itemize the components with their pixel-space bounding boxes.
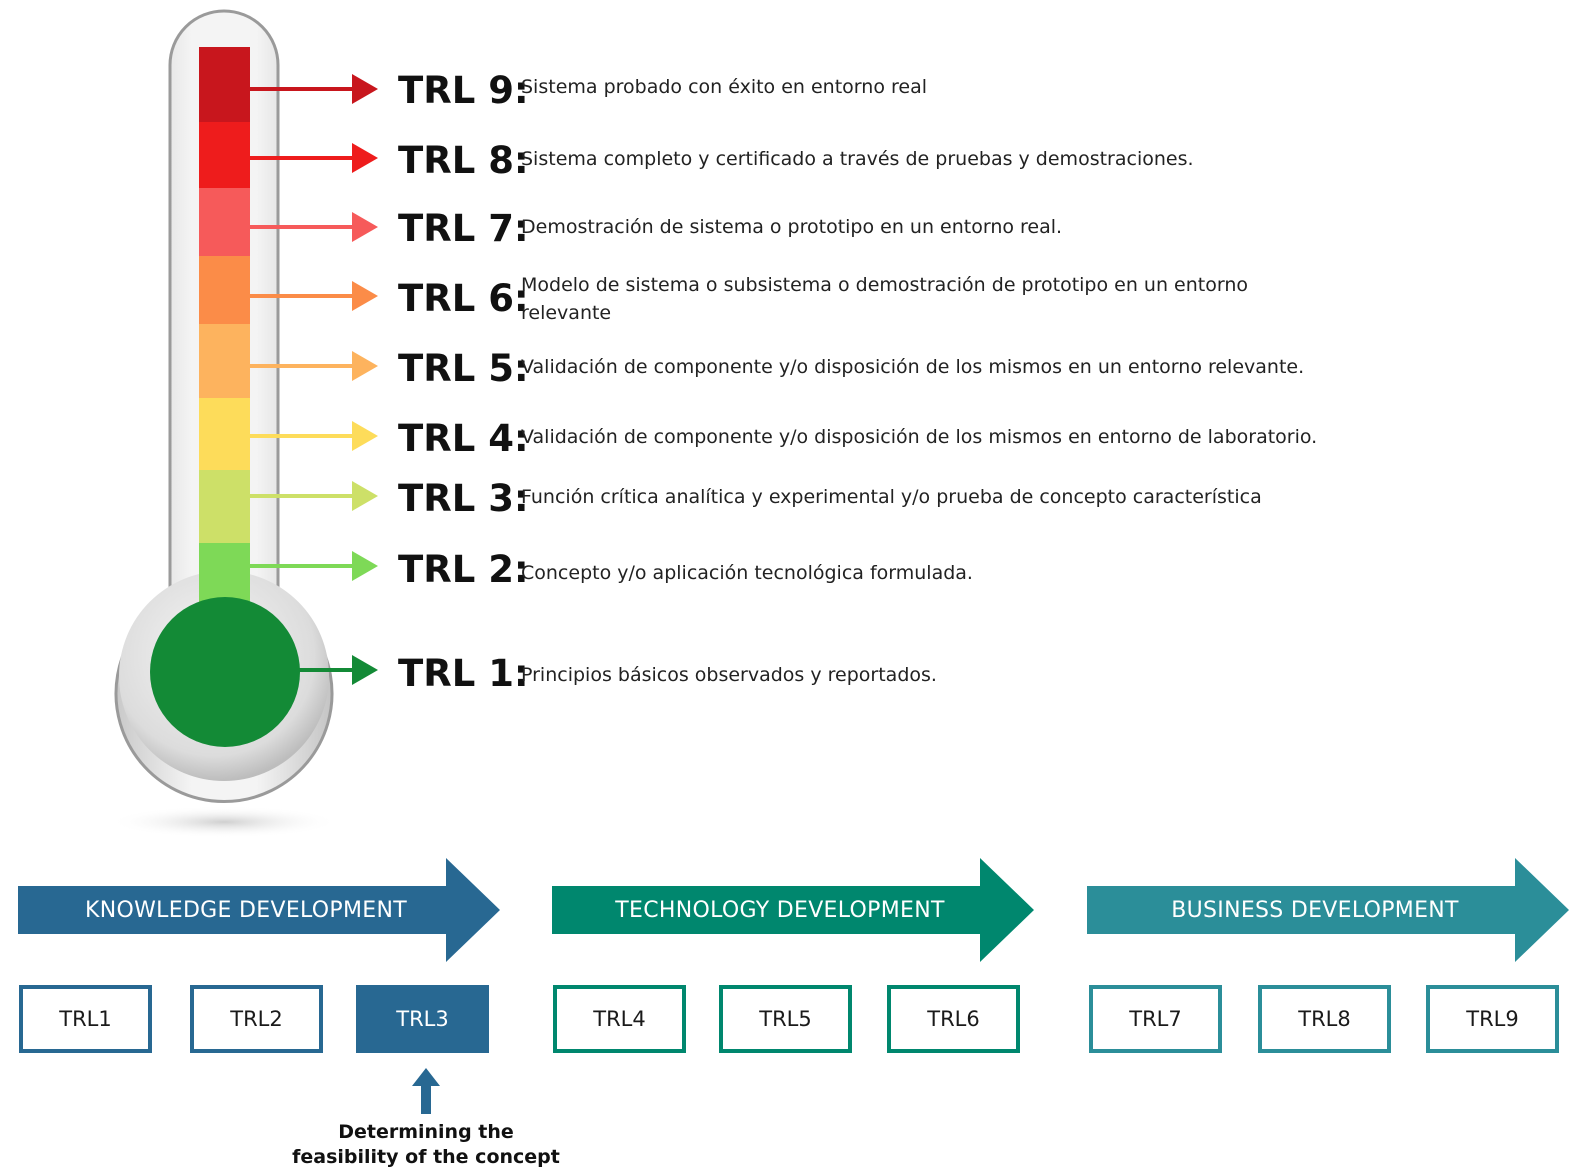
trl-9-segment: [199, 47, 250, 122]
trl-9-description: Sistema probado con éxito en entorno rea…: [521, 76, 927, 98]
trl-box-1: TRL1: [19, 985, 152, 1053]
trl-2-arrow: [250, 551, 378, 581]
phase-arrow-shape: [1087, 858, 1569, 962]
trl-3-arrow: [250, 481, 378, 511]
phase-label: KNOWLEDGE DEVELOPMENT: [85, 897, 407, 923]
trl-6-arrow: [250, 281, 378, 311]
trl-2-description: Concepto y/o aplicación tecnológica form…: [521, 562, 973, 584]
trl-7-label: TRL 7:: [398, 207, 529, 250]
trl-3-description: Función crítica analítica y experimental…: [521, 486, 1262, 508]
trl-3-label: TRL 3:: [398, 477, 529, 520]
trl-4-label: TRL 4:: [398, 417, 529, 460]
trl-1-arrow: [298, 655, 378, 685]
trl-7-description: Demostración de sistema o prototipo en u…: [521, 216, 1063, 238]
trl-5-label: TRL 5:: [398, 347, 529, 390]
trl-8-description: Sistema completo y certificado a través …: [521, 148, 1194, 170]
trl-1-description: Principios básicos observados y reportad…: [521, 664, 937, 686]
phase-arrow-shape: [552, 858, 1034, 962]
thermometer-shadow: [109, 806, 339, 838]
trl-1-bulb: [150, 597, 300, 747]
trl-box-3: TRL3: [356, 985, 489, 1053]
thermometer-scale: [150, 47, 300, 747]
trl-9-label: TRL 9:: [398, 69, 529, 112]
trl-box-6: TRL6: [887, 985, 1020, 1053]
trl-6-label: TRL 6:: [398, 277, 529, 320]
trl-7-segment: [199, 188, 250, 256]
trl-5-segment: [199, 324, 250, 398]
trl-8-arrow: [250, 143, 378, 173]
trl-7-arrow: [250, 212, 378, 242]
trl-1-label: TRL 1:: [398, 652, 529, 695]
trl-box-7: TRL7: [1089, 985, 1222, 1053]
up-arrow-icon: [412, 1068, 440, 1114]
trl-box-4: TRL4: [553, 985, 686, 1053]
phase-label: BUSINESS DEVELOPMENT: [1171, 897, 1459, 923]
trl-9-arrow: [250, 74, 378, 104]
trl-box-8: TRL8: [1258, 985, 1391, 1053]
trl-5-description: Validación de componente y/o disposición…: [521, 356, 1305, 378]
phase-business-development: BUSINESS DEVELOPMENT: [1087, 858, 1569, 962]
trl-box-2: TRL2: [190, 985, 323, 1053]
trl-6-description: Modelo de sistema o subsistema o demostr…: [521, 274, 1249, 324]
trl-box-5: TRL5: [719, 985, 852, 1053]
trl-2-label: TRL 2:: [398, 548, 529, 591]
level-arrows: [250, 74, 378, 685]
trl-box-9: TRL9: [1426, 985, 1559, 1053]
trl-6-segment: [199, 256, 250, 324]
thermometer: [109, 9, 378, 838]
trl-4-arrow: [250, 421, 378, 451]
trl-4-description: Validación de componente y/o disposición…: [521, 426, 1318, 448]
phase-arrow-shape: [18, 858, 500, 962]
phase-label: TECHNOLOGY DEVELOPMENT: [615, 897, 945, 923]
trl-5-arrow: [250, 351, 378, 381]
trl-3-segment: [199, 470, 250, 543]
phase-knowledge-development: KNOWLEDGE DEVELOPMENT: [18, 858, 500, 962]
phase-technology-development: TECHNOLOGY DEVELOPMENT: [552, 858, 1034, 962]
trl-8-label: TRL 8:: [398, 139, 529, 182]
trl3-note: Determining the feasibility of the conce…: [292, 1121, 560, 1168]
trl-8-segment: [199, 122, 250, 188]
trl-4-segment: [199, 398, 250, 470]
